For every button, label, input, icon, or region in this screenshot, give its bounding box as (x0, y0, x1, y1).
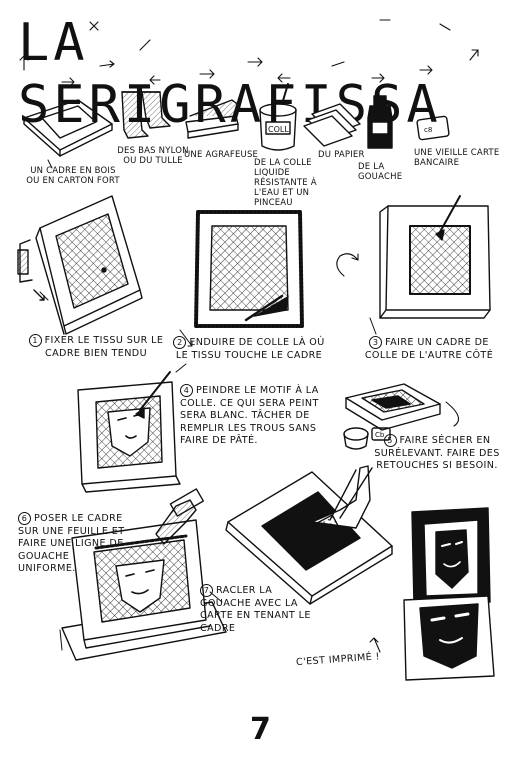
material-label-glue: DE LA COLLE LIQUIDE RÉSISTANTE À L'EAU E… (254, 158, 317, 208)
step-2-number: 2 (173, 336, 187, 349)
step-5-number: 5 (383, 434, 397, 447)
material-label-card: UNE VIEILLE CARTE BANCAIRE (414, 148, 500, 168)
step-7-number: 7 (200, 584, 213, 597)
material-label-stapler: UNE AGRAFEUSE (184, 150, 259, 160)
step-2-text: ENDUIRE DE COLLE LÀ OÙ LE TISSU TOUCHE L… (175, 337, 325, 361)
step2-illustration (194, 210, 304, 328)
material-label-frame: UN CADRE EN BOIS OU EN CARTON FORT (26, 166, 120, 186)
material-label-paper: DU PAPIER (318, 150, 365, 160)
step5-illustration: Cb (343, 383, 460, 450)
page-number: 7 (250, 712, 271, 747)
paper-stack-icon (303, 103, 361, 147)
svg-text:c8: c8 (424, 126, 432, 134)
step-1-number: 1 (28, 334, 42, 347)
flip-arrow-icon (336, 253, 359, 277)
svg-text:Cb: Cb (375, 431, 385, 439)
step-4-number: 4 (180, 384, 193, 397)
stapler-icon (185, 99, 241, 139)
step-6-number: 6 (18, 512, 31, 525)
step7-illustration (225, 465, 393, 605)
step-5-text: FAIRE SÉCHER EN SURÉLEVANT. FAIRE DES RE… (374, 435, 500, 471)
step4-illustration (77, 371, 181, 493)
nylon-stockings-icon (121, 91, 171, 139)
step-3-number: 3 (369, 336, 383, 349)
step-3-text: FAIRE UN CADRE DE COLLE DE L'AUTRE CÔTÉ (364, 337, 494, 361)
material-label-gouache: DE LA GOUACHE (358, 162, 403, 182)
step6-illustration (61, 488, 227, 661)
material-label-nylon: DES BAS NYLON OU DU TULLE (117, 146, 189, 166)
step-1-text: FIXER LE TISSU SUR LE CADRE BIEN TENDU (44, 335, 164, 359)
step1-illustration (17, 195, 143, 335)
bank-card-icon: c8 (416, 115, 450, 141)
step-4-text: PEINDRE LE MOTIF À LA COLLE. CE QUI SERA… (180, 385, 319, 446)
step-6-text: POSER LE CADRE SUR UNE FEUILLE ET FAIRE … (18, 513, 125, 574)
glue-pot-icon (259, 83, 297, 151)
step3-illustration (379, 195, 491, 319)
glue-jar-text: COLL (268, 125, 289, 134)
printed-result-illustration (369, 507, 495, 681)
step-7-text: RACLER LA GOUACHE AVEC LA CARTE EN TENAN… (200, 585, 311, 634)
title-arrows-decoration (19, 19, 479, 87)
frame-icon (23, 99, 113, 157)
gouache-bottle-icon (367, 95, 393, 149)
